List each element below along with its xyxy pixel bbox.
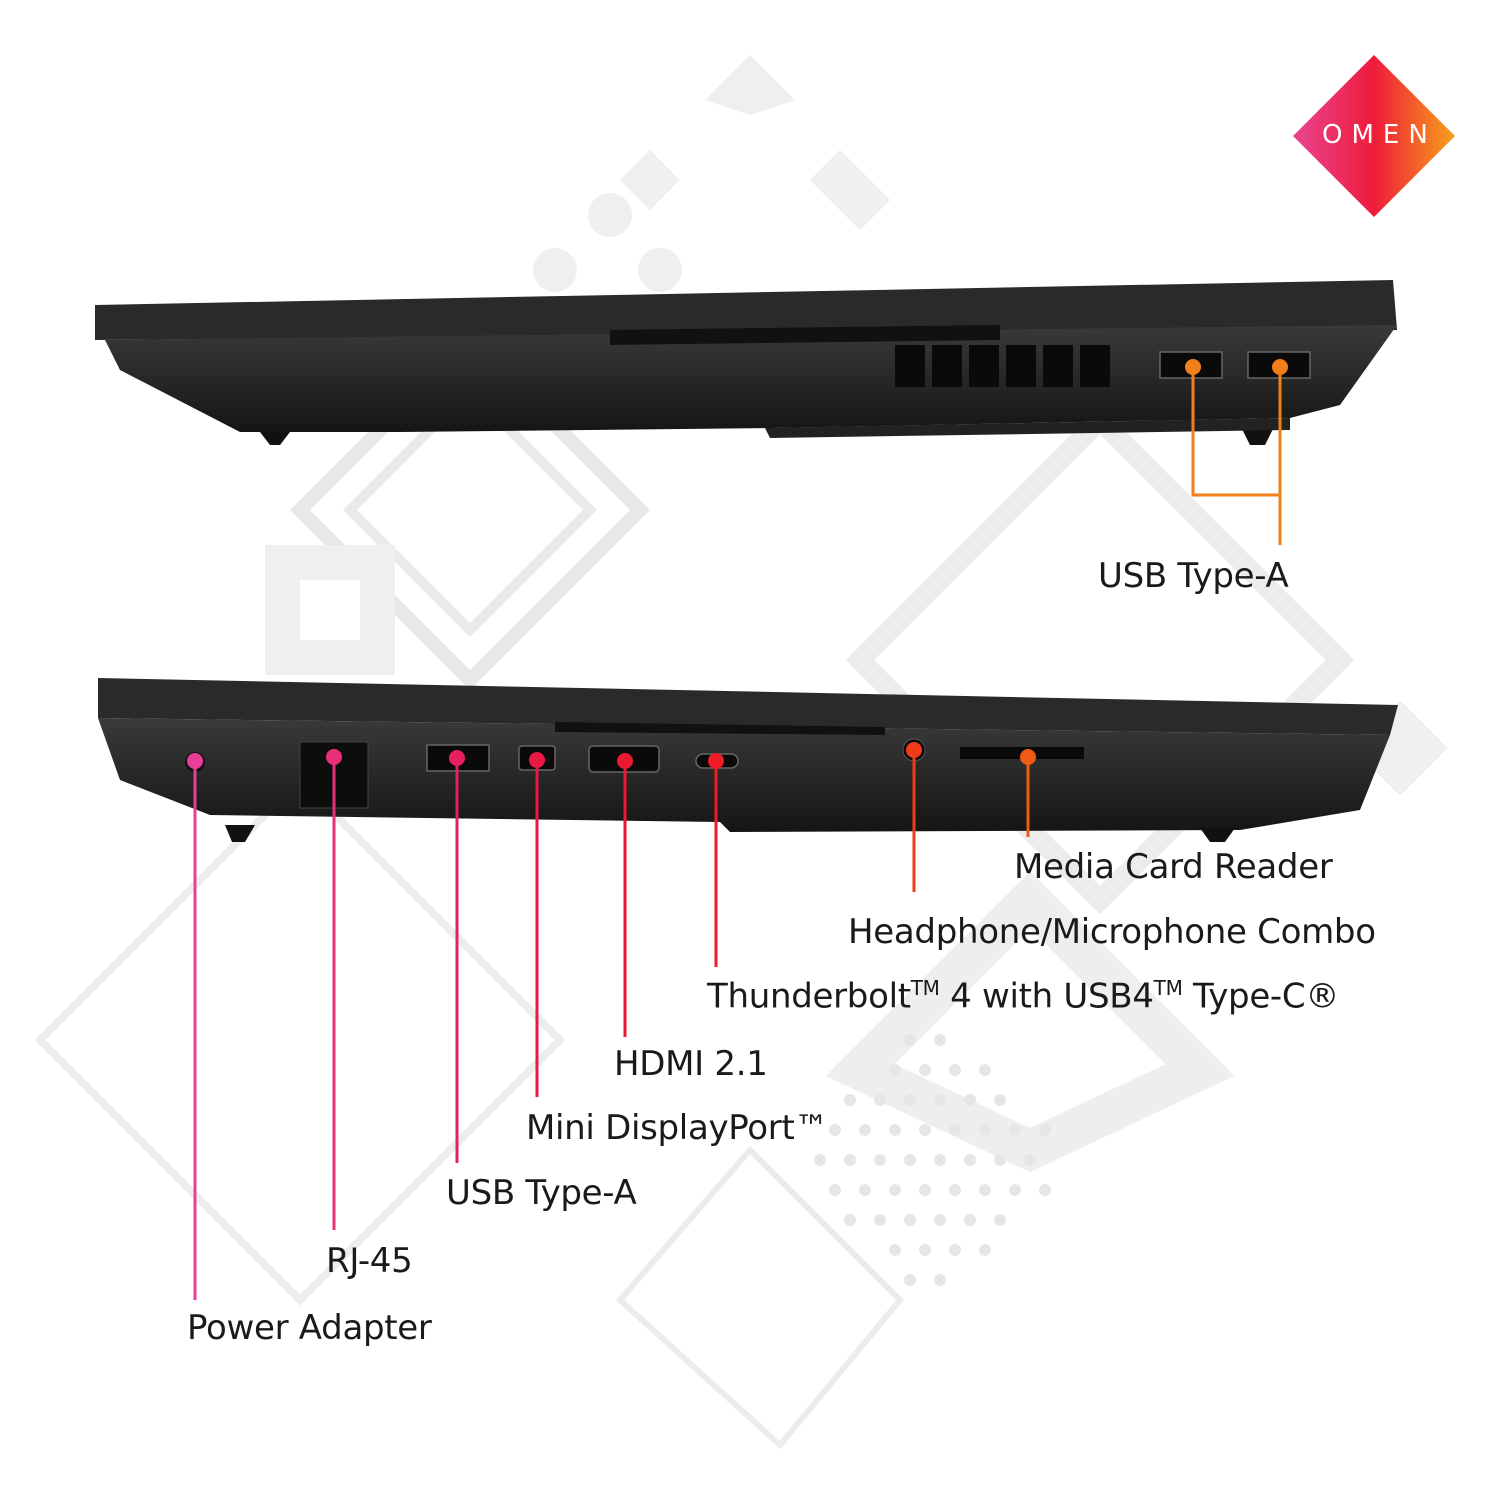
- label-hdmi: HDMI 2.1: [614, 1044, 768, 1084]
- pattern-dot: [889, 1124, 901, 1136]
- callout-dot-headphone-mic-combo: [906, 742, 922, 758]
- pattern-dot: [934, 1094, 946, 1106]
- callout-dot-media-card-reader: [1020, 749, 1036, 765]
- pattern-dot: [1009, 1124, 1021, 1136]
- label-usb-type-a-right: USB Type-A: [1098, 556, 1289, 596]
- callout-dot-mini-displayport: [529, 752, 545, 768]
- pattern-dot: [904, 1094, 916, 1106]
- callout-dot-power-adapter: [187, 753, 203, 769]
- laptop-right-side-view: [95, 280, 1397, 445]
- pattern-dot: [949, 1244, 961, 1256]
- pattern-dot: [904, 1034, 916, 1046]
- pattern-dot: [1024, 1154, 1036, 1166]
- callout-dot-usb-right-1: [1185, 359, 1201, 375]
- pattern-dot: [964, 1094, 976, 1106]
- pattern-dot: [919, 1124, 931, 1136]
- dot-grid: [814, 1034, 1051, 1286]
- pattern-dot: [889, 1064, 901, 1076]
- pattern-dot: [979, 1244, 991, 1256]
- type-c-text: Type-C®: [1182, 976, 1340, 1017]
- usb4-text: 4 with USB4: [939, 976, 1154, 1017]
- pattern-dot: [844, 1214, 856, 1226]
- pattern-dot: [904, 1154, 916, 1166]
- pattern-dot: [964, 1154, 976, 1166]
- pattern-dot: [904, 1274, 916, 1286]
- callout-dot-usb-type-a-left: [449, 750, 465, 766]
- pattern-dot: [829, 1124, 841, 1136]
- pattern-dot: [1039, 1124, 1051, 1136]
- label-mini-displayport: Mini DisplayPort™: [526, 1108, 829, 1148]
- laptop-left-side-view: [98, 678, 1398, 842]
- thunderbolt-text: Thunderbolt: [707, 976, 911, 1017]
- pattern-dot: [919, 1244, 931, 1256]
- pattern-dot: [844, 1154, 856, 1166]
- pattern-dot: [814, 1154, 826, 1166]
- label-media-card-reader: Media Card Reader: [1014, 847, 1333, 887]
- pattern-dot: [829, 1184, 841, 1196]
- omen-logo-text: OMEN: [1322, 120, 1437, 150]
- pattern-dot: [934, 1154, 946, 1166]
- callout-line-usb-right-1: [1191, 367, 1280, 497]
- pattern-dot: [904, 1214, 916, 1226]
- pattern-dot: [934, 1034, 946, 1046]
- callout-dot-thunderbolt: [708, 753, 724, 769]
- pattern-dot: [964, 1214, 976, 1226]
- pattern-dot: [1009, 1184, 1021, 1196]
- callout-dot-hdmi: [617, 753, 633, 769]
- pattern-dot: [874, 1154, 886, 1166]
- pattern-dot: [949, 1124, 961, 1136]
- pattern-dot: [934, 1274, 946, 1286]
- pattern-dot: [874, 1094, 886, 1106]
- pattern-dot: [919, 1064, 931, 1076]
- tm-mark: TM: [1153, 976, 1183, 1000]
- pattern-dot: [994, 1214, 1006, 1226]
- pattern-dot: [979, 1184, 991, 1196]
- pattern-dot: [844, 1094, 856, 1106]
- callout-dot-usb-right-2: [1272, 359, 1288, 375]
- pattern-dot: [979, 1064, 991, 1076]
- pattern-dot: [1039, 1184, 1051, 1196]
- pattern-dot: [949, 1064, 961, 1076]
- pattern-dot: [889, 1184, 901, 1196]
- pattern-dot: [994, 1154, 1006, 1166]
- pattern-dot: [949, 1184, 961, 1196]
- label-power-adapter: Power Adapter: [187, 1308, 432, 1348]
- pattern-dot: [934, 1214, 946, 1226]
- pattern-dot: [979, 1124, 991, 1136]
- label-thunderbolt: ThunderboltTM 4 with USB4TM Type-C®: [707, 976, 1339, 1016]
- callout-lines: [187, 359, 1288, 1300]
- omen-logo: [1293, 55, 1455, 217]
- pattern-dot: [919, 1184, 931, 1196]
- pattern-dot: [859, 1184, 871, 1196]
- pattern-dot: [874, 1214, 886, 1226]
- tm-mark: TM: [910, 976, 940, 1000]
- label-rj-45: RJ-45: [326, 1241, 413, 1281]
- label-usb-type-a-left: USB Type-A: [446, 1173, 637, 1213]
- pattern-dot: [889, 1244, 901, 1256]
- label-headphone-mic-combo: Headphone/Microphone Combo: [848, 912, 1376, 952]
- pattern-dot: [859, 1124, 871, 1136]
- pattern-dot: [994, 1094, 1006, 1106]
- callout-dot-rj-45: [326, 749, 342, 765]
